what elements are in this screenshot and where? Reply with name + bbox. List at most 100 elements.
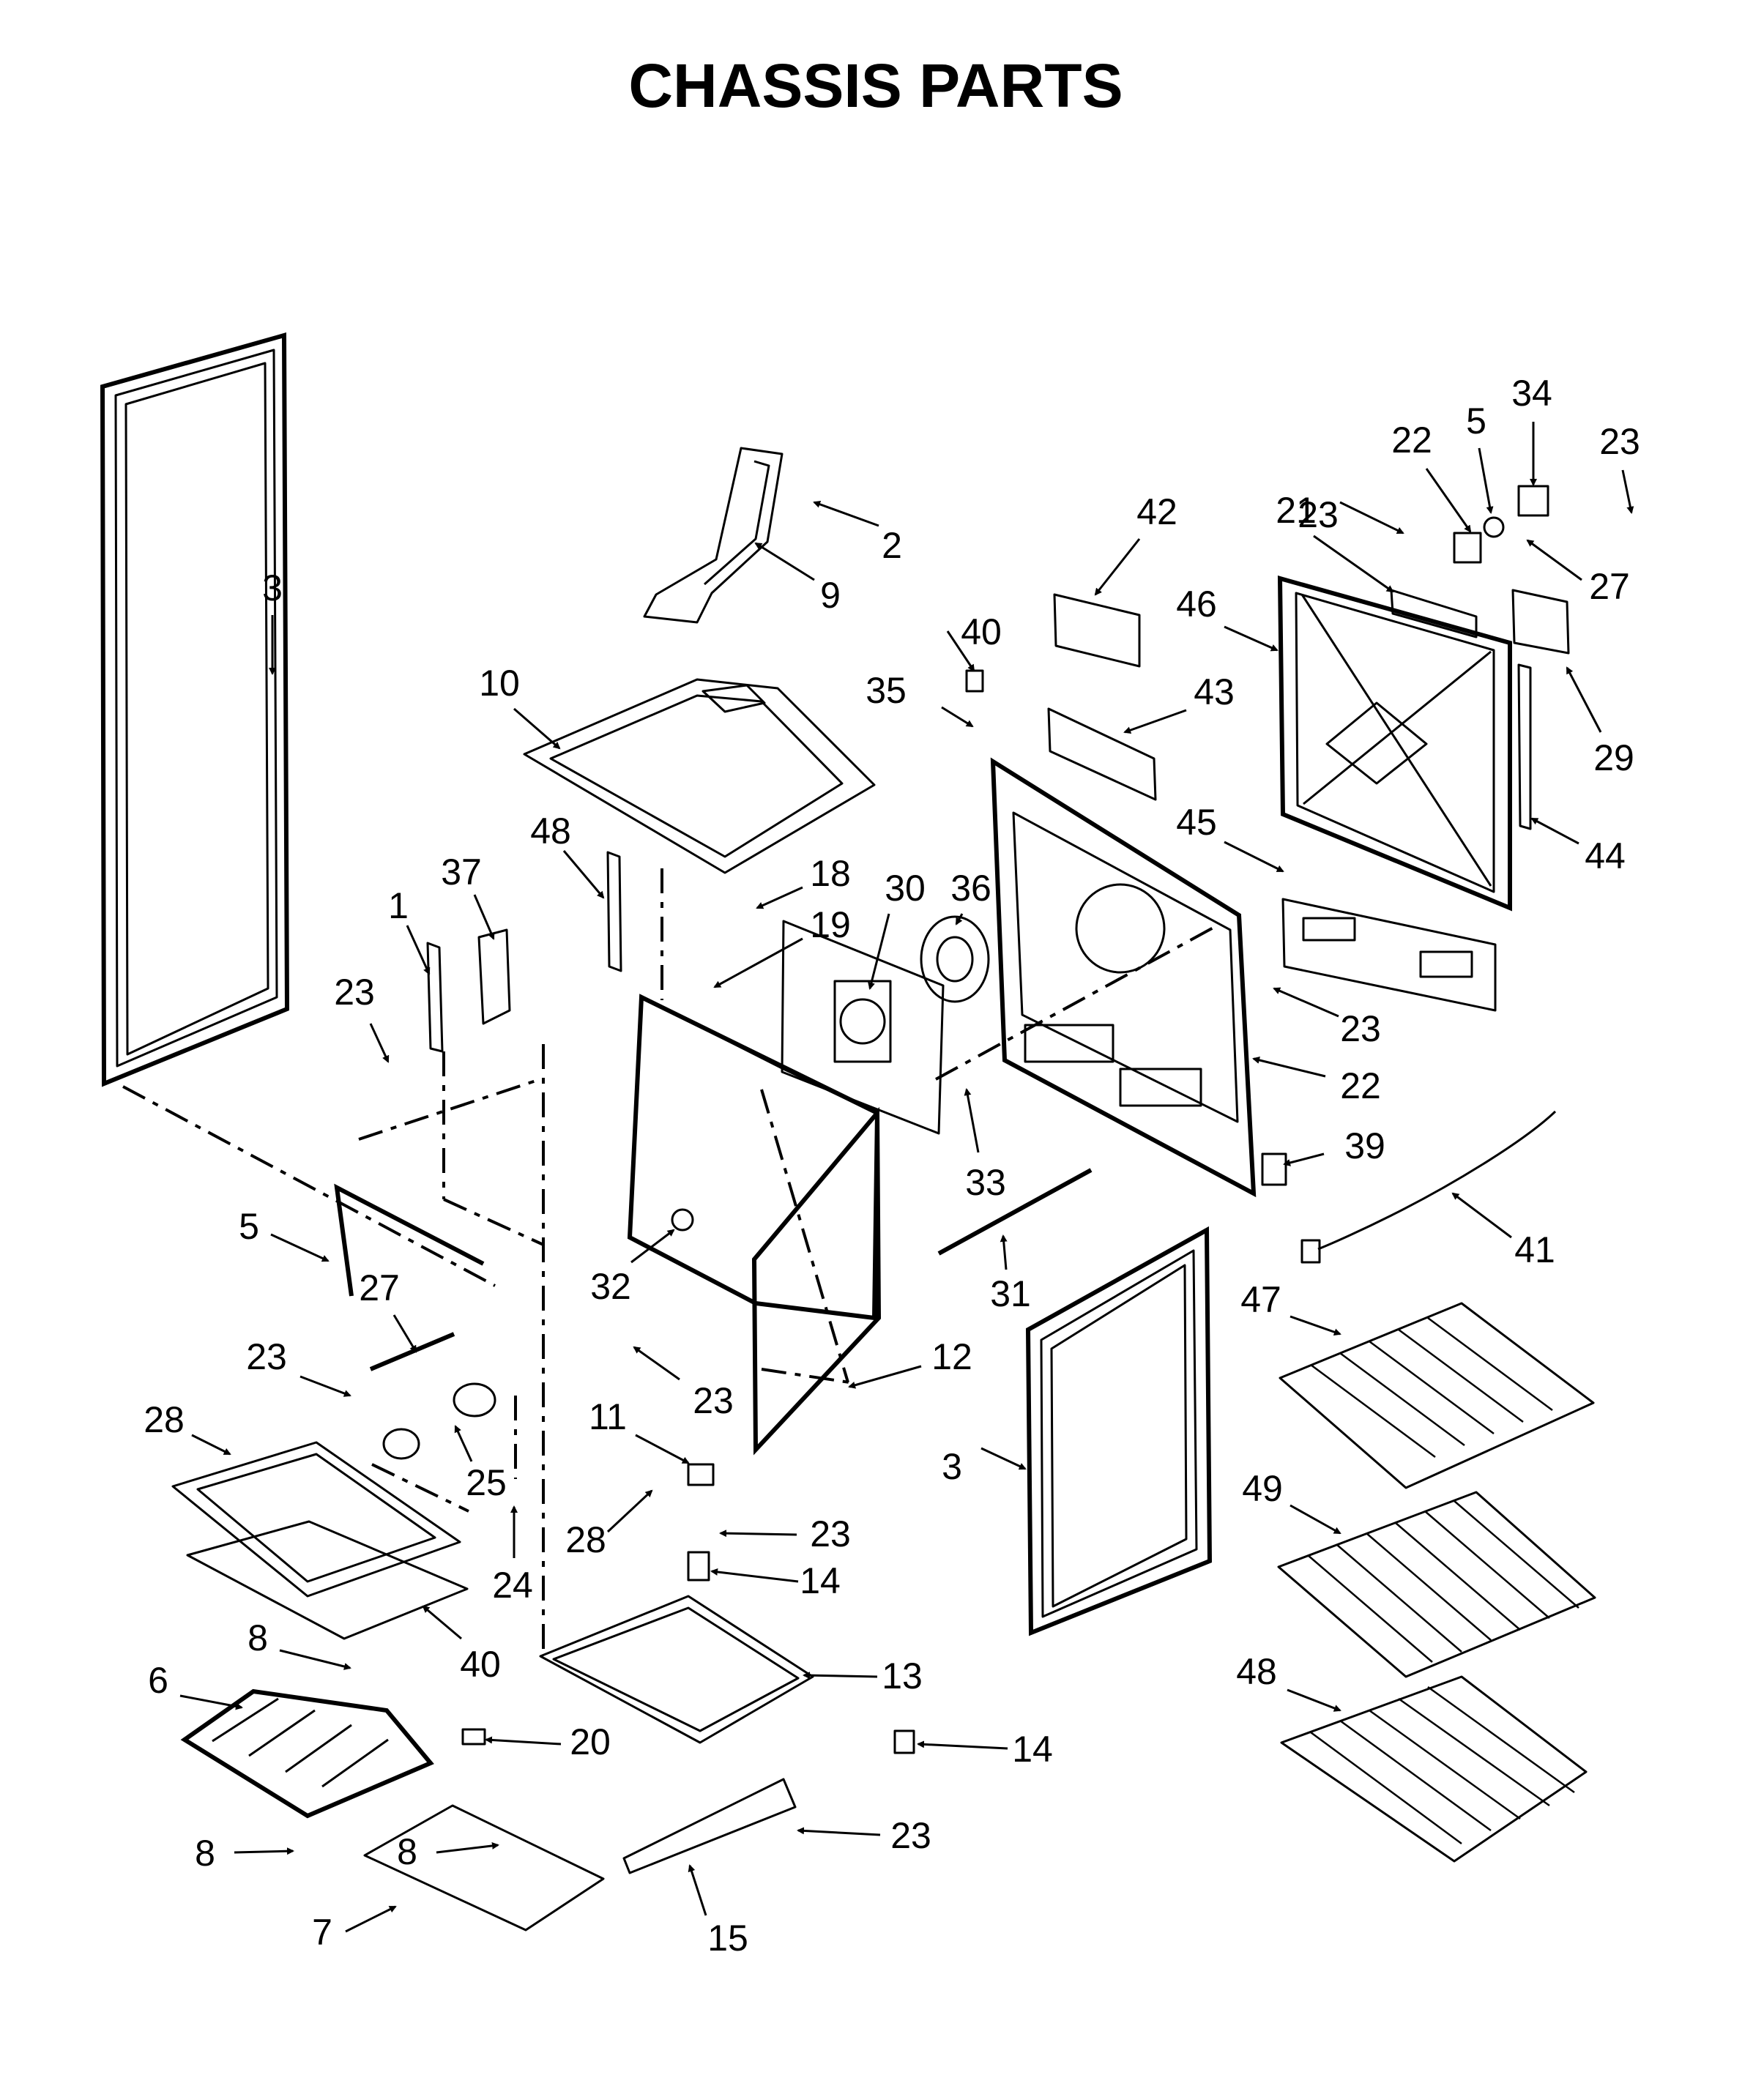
part-44-bracket bbox=[1047, 707, 1157, 801]
svg-text:5: 5 bbox=[1466, 401, 1486, 442]
callout: 23 bbox=[246, 1336, 351, 1397]
callout: 37 bbox=[441, 852, 495, 940]
callout: 14 bbox=[710, 1560, 841, 1601]
svg-text:15: 15 bbox=[707, 1918, 748, 1959]
svg-text:44: 44 bbox=[1585, 835, 1626, 876]
callout: 31 bbox=[990, 1234, 1031, 1314]
svg-text:22: 22 bbox=[1340, 1065, 1381, 1106]
svg-text:31: 31 bbox=[990, 1273, 1031, 1314]
svg-text:8: 8 bbox=[397, 1831, 417, 1872]
part-19-clip bbox=[461, 1728, 486, 1746]
part-29-plate bbox=[1511, 589, 1570, 655]
part-39-bracket bbox=[1261, 1152, 1287, 1186]
callout: 23 bbox=[1298, 494, 1404, 535]
part-14-clip bbox=[893, 1729, 915, 1754]
svg-text:45: 45 bbox=[1176, 802, 1217, 843]
part-46-lower-rear-panel bbox=[1281, 898, 1497, 1012]
svg-text:29: 29 bbox=[1593, 737, 1634, 778]
svg-text:23: 23 bbox=[693, 1380, 734, 1421]
callout: 28 bbox=[565, 1489, 653, 1560]
svg-text:21: 21 bbox=[1276, 490, 1317, 531]
callout: 12 bbox=[848, 1336, 972, 1389]
callout: 10 bbox=[479, 663, 561, 750]
callout: 14 bbox=[917, 1729, 1053, 1770]
callout: 5 bbox=[1466, 401, 1494, 514]
part-32-knob bbox=[671, 1208, 694, 1232]
callout: 42 bbox=[1094, 491, 1177, 596]
svg-text:1: 1 bbox=[388, 885, 409, 926]
part-11-thermostat bbox=[687, 1463, 715, 1486]
part-48-rail bbox=[606, 851, 622, 972]
part-50-rack bbox=[1280, 1675, 1588, 1863]
callout: 11 bbox=[589, 1396, 690, 1464]
callout: 1 bbox=[388, 885, 431, 975]
svg-text:47: 47 bbox=[1240, 1279, 1281, 1320]
part-35-block bbox=[1517, 485, 1549, 517]
callout: 9 bbox=[754, 542, 841, 616]
callout: 23 bbox=[1273, 987, 1381, 1049]
assembly-dash-lines bbox=[122, 868, 1221, 1655]
svg-text:14: 14 bbox=[800, 1560, 841, 1601]
oven-cavity bbox=[627, 994, 882, 1456]
callout: 23 bbox=[797, 1815, 931, 1856]
svg-text:36: 36 bbox=[950, 868, 991, 909]
svg-text:10: 10 bbox=[479, 663, 520, 704]
part-49-rack bbox=[1279, 1302, 1595, 1489]
callout: 20 bbox=[485, 1721, 611, 1762]
callout: 6 bbox=[148, 1660, 243, 1710]
svg-text:28: 28 bbox=[565, 1519, 606, 1560]
part-30-fan-cover bbox=[781, 920, 945, 1135]
svg-text:6: 6 bbox=[148, 1660, 168, 1701]
svg-text:33: 33 bbox=[965, 1162, 1006, 1203]
callout: 23 bbox=[719, 1513, 851, 1554]
callout: 27 bbox=[359, 1267, 417, 1353]
svg-text:2: 2 bbox=[882, 525, 902, 566]
callout: 28 bbox=[144, 1399, 231, 1456]
svg-text:18: 18 bbox=[810, 853, 851, 894]
callout: 41 bbox=[1451, 1192, 1555, 1270]
part-10-top-panel bbox=[523, 678, 876, 874]
callout: 3 bbox=[262, 567, 283, 675]
callout: 25 bbox=[454, 1425, 507, 1503]
svg-text:8: 8 bbox=[248, 1617, 268, 1658]
callout: 34 bbox=[1511, 373, 1552, 486]
part-4-nut bbox=[1483, 516, 1505, 538]
svg-text:9: 9 bbox=[820, 575, 841, 616]
svg-text:7: 7 bbox=[312, 1912, 332, 1953]
svg-text:48: 48 bbox=[530, 811, 571, 852]
callout: 48 bbox=[1236, 1651, 1341, 1712]
svg-text:23: 23 bbox=[334, 972, 375, 1013]
part-27-sensor bbox=[369, 1332, 455, 1371]
callout: 48 bbox=[530, 811, 605, 899]
svg-text:32: 32 bbox=[590, 1266, 631, 1307]
svg-text:23: 23 bbox=[1340, 1008, 1381, 1049]
part-47-rear-panel bbox=[1277, 575, 1512, 912]
callout: 39 bbox=[1283, 1125, 1385, 1166]
svg-text:35: 35 bbox=[866, 670, 907, 711]
callout: 18 bbox=[756, 853, 851, 909]
svg-text:48: 48 bbox=[1236, 1651, 1277, 1692]
callout: 44 bbox=[1530, 817, 1626, 876]
svg-text:23: 23 bbox=[1298, 494, 1339, 535]
callout: 27 bbox=[1526, 539, 1630, 607]
svg-text:27: 27 bbox=[1589, 566, 1630, 607]
svg-text:46: 46 bbox=[1176, 584, 1217, 625]
part-16-spring bbox=[687, 1551, 710, 1582]
svg-text:19: 19 bbox=[810, 904, 851, 945]
part-31-rod bbox=[937, 1168, 1093, 1256]
callout: 30 bbox=[868, 868, 926, 990]
callout: 8 bbox=[248, 1617, 351, 1670]
svg-text:34: 34 bbox=[1511, 373, 1552, 414]
part-21-bracket bbox=[1453, 532, 1482, 564]
callout: 7 bbox=[312, 1905, 397, 1953]
callout: 49 bbox=[1242, 1468, 1341, 1535]
svg-text:3: 3 bbox=[942, 1446, 962, 1487]
callout: 29 bbox=[1566, 666, 1634, 778]
part-45-rail bbox=[1517, 663, 1532, 830]
callout: 8 bbox=[195, 1833, 294, 1874]
svg-text:40: 40 bbox=[460, 1644, 501, 1685]
callout: 40 bbox=[946, 611, 1002, 672]
svg-text:23: 23 bbox=[810, 1513, 851, 1554]
part-3-right-side-panel bbox=[1025, 1226, 1213, 1636]
